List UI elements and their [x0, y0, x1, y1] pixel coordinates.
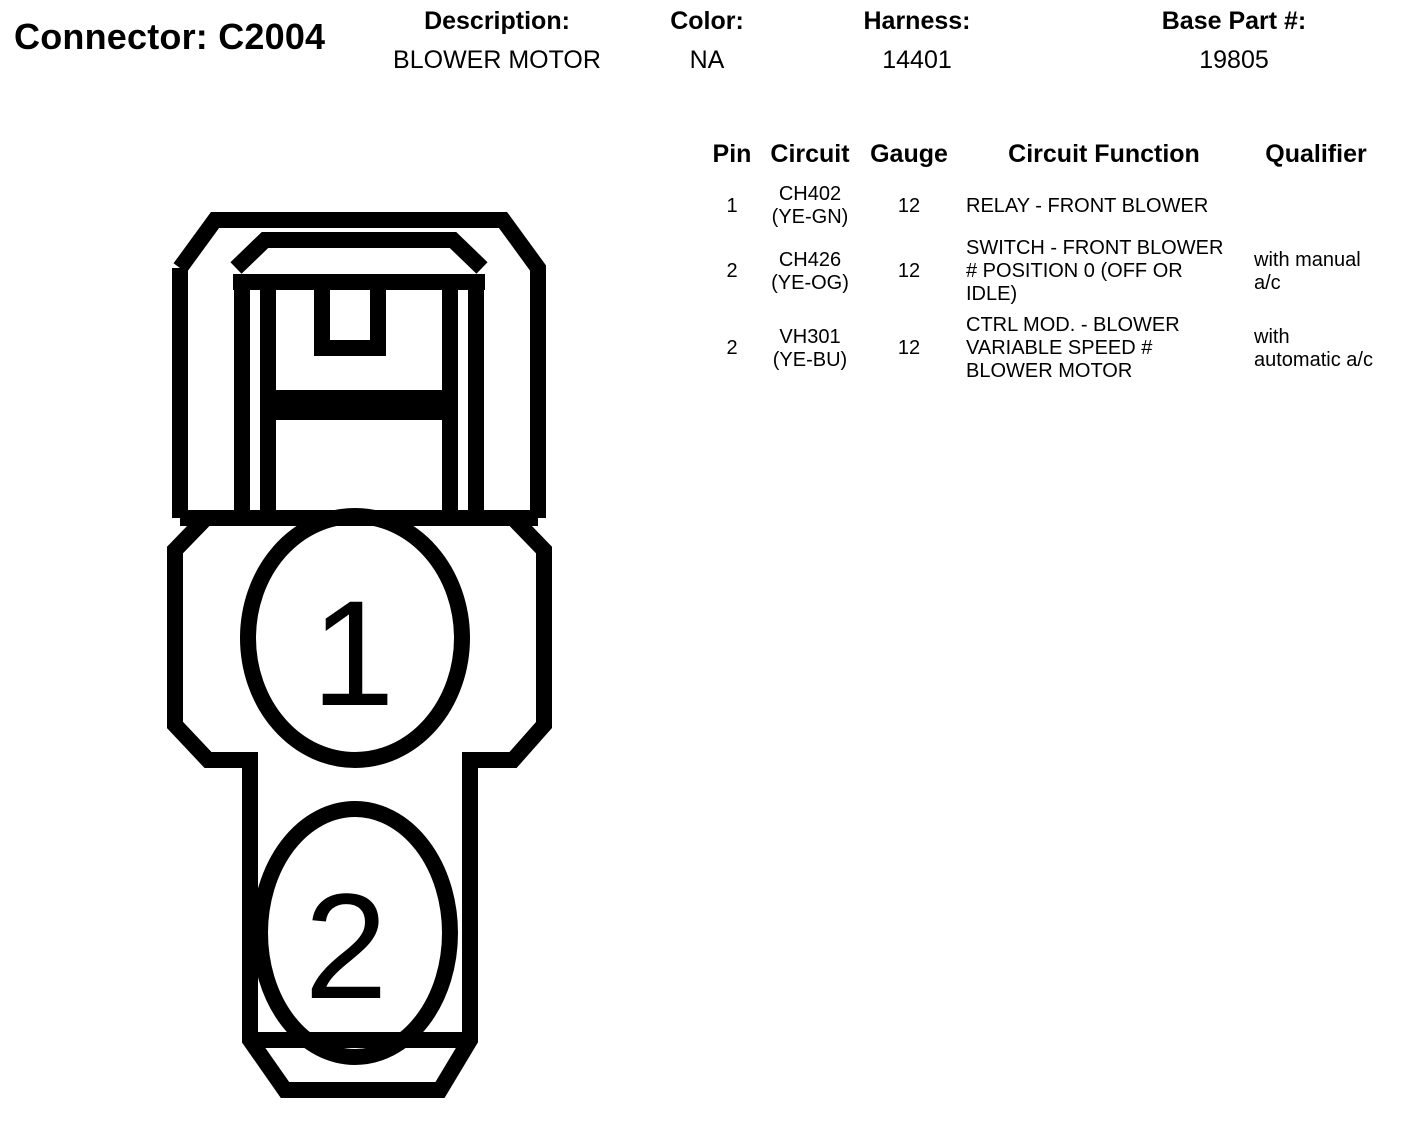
function-cell: SWITCH - FRONT BLOWER # POSITION 0 (OFF …	[966, 237, 1224, 305]
color-value: NA	[689, 46, 725, 74]
circuit-cell: CH426(YE-OG)	[762, 233, 858, 310]
circuit-color: (YE-BU)	[772, 348, 848, 371]
base-part-value: 19805	[1199, 46, 1269, 74]
pin-table: Pin Circuit Gauge Circuit Function Quali…	[702, 140, 1384, 387]
function-cell: RELAY - FRONT BLOWER	[966, 194, 1209, 217]
pin-1-cavity	[240, 508, 470, 768]
outer-housing	[173, 212, 546, 518]
gauge-cell: 12	[897, 337, 921, 359]
circuit-column-header: Circuit	[770, 140, 850, 168]
gauge-column-header: Gauge	[870, 140, 948, 168]
latch-bar	[276, 390, 444, 420]
circuit-cell: CH402(YE-GN)	[762, 179, 858, 233]
qualifier-cell	[1248, 179, 1384, 233]
table-header-row: Pin Circuit Gauge Circuit Function Quali…	[702, 140, 1384, 179]
description-value: BLOWER MOTOR	[393, 46, 601, 74]
circuit-id: VH301	[779, 325, 841, 348]
circuit-color: (YE-OG)	[771, 271, 849, 294]
pin-cell: 2	[726, 260, 738, 282]
qualifier-column-header: Qualifier	[1265, 140, 1367, 168]
connector-outline	[167, 212, 552, 1098]
pin-cell: 2	[726, 337, 738, 359]
color-label: Color:	[670, 7, 744, 35]
connector-title: Connector: C2004	[14, 16, 326, 57]
pin-1-label: 1	[311, 569, 394, 737]
table-row: 2 CH426(YE-OG) 12 SWITCH - FRONT BLOWER …	[702, 233, 1384, 310]
qualifier-cell: with manual a/c	[1254, 248, 1361, 294]
inner-housing-top	[230, 232, 488, 274]
function-cell: CTRL MOD. - BLOWER VARIABLE SPEED # BLOW…	[966, 314, 1180, 382]
pin-2-cavity	[252, 801, 458, 1065]
circuit-color: (YE-GN)	[771, 206, 849, 228]
pin-cell: 1	[726, 194, 738, 217]
circuit-id: CH402	[778, 183, 842, 205]
gauge-cell: 12	[897, 260, 921, 282]
lower-body-outline	[167, 512, 552, 1098]
table-row: 1 CH402(YE-GN) 12 RELAY - FRONT BLOWER	[702, 179, 1384, 233]
base-part-label: Base Part #:	[1161, 7, 1307, 35]
connector-face-diagram: 1 2	[167, 212, 552, 1098]
circuit-id: CH426	[778, 248, 842, 271]
gauge-cell: 12	[897, 194, 921, 217]
harness-label: Harness:	[863, 7, 971, 35]
harness-value: 14401	[882, 46, 952, 74]
latch-tab	[314, 282, 386, 356]
table-row: 2 VH301(YE-BU) 12 CTRL MOD. - BLOWER VAR…	[702, 310, 1384, 387]
pin-2-label: 2	[304, 862, 387, 1030]
pin-column-header: Pin	[712, 140, 752, 168]
circuit-function-column-header: Circuit Function	[1008, 140, 1200, 168]
qualifier-cell: with automatic a/c	[1254, 325, 1373, 371]
circuit-cell: VH301(YE-BU)	[762, 310, 858, 387]
description-label: Description:	[424, 7, 570, 35]
